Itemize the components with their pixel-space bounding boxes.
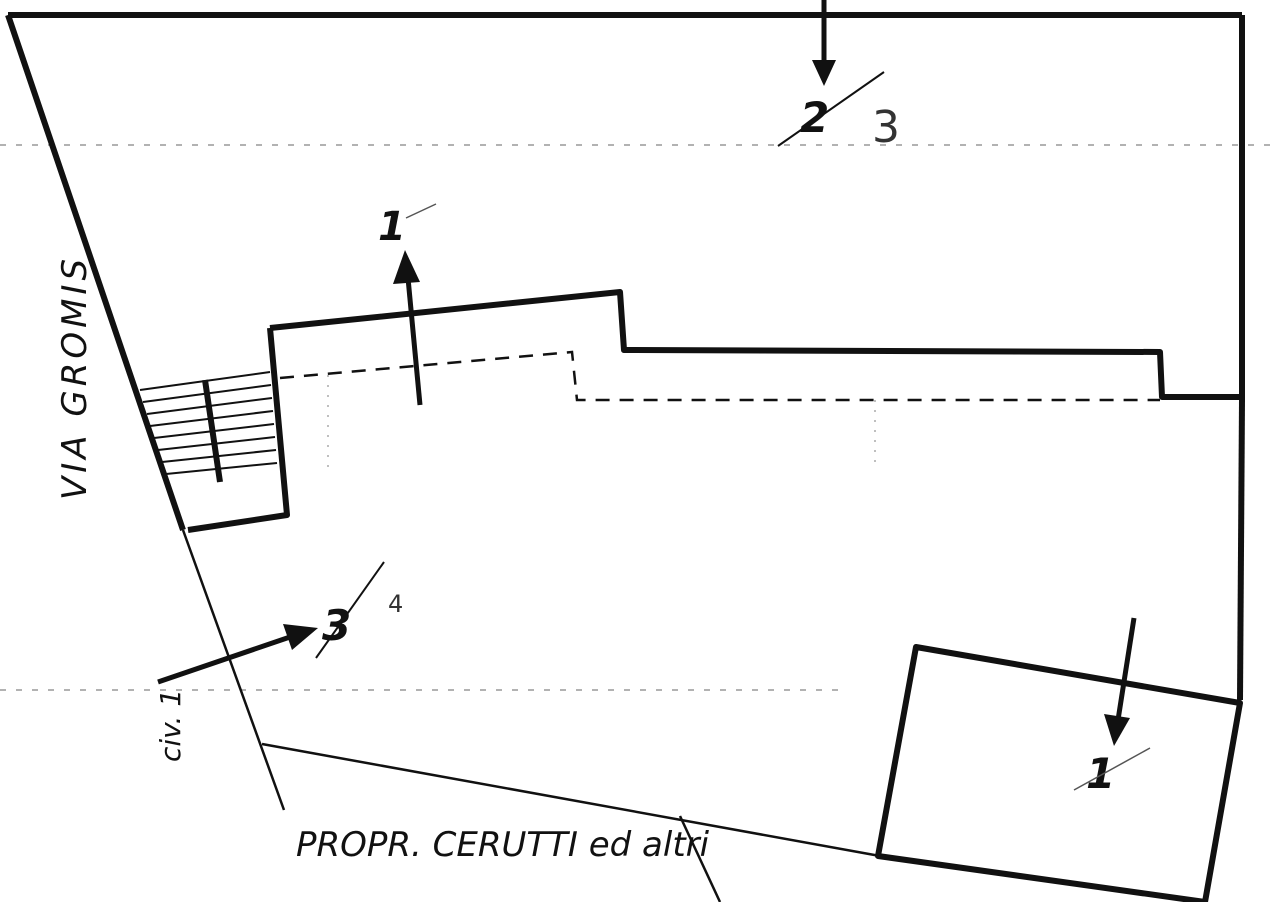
building-outline	[269, 289, 1242, 400]
marker-top: 2 3	[777, 71, 900, 153]
building-left-wall	[187, 327, 290, 533]
view-arrow-bottom-right	[1104, 617, 1137, 746]
civic-number-label: civ. 1	[154, 689, 187, 762]
lower-boundaries	[181, 529, 881, 902]
marker-entry: 3 4	[315, 561, 403, 659]
street-label: VIA GROMIS	[55, 255, 95, 500]
guide-lines	[0, 144, 1280, 691]
view-arrow-top	[812, 0, 836, 86]
marker-mid: 1	[378, 203, 437, 250]
view-arrow-entry	[157, 624, 318, 685]
marker-bottom-right: 1	[1073, 747, 1151, 798]
guide-dots	[327, 375, 876, 470]
marker-top-alt: 3	[872, 102, 900, 153]
marker-bottom-right-main: 1	[1086, 749, 1115, 798]
marker-entry-main: 3	[322, 601, 351, 650]
marker-mid-main: 1	[378, 204, 406, 250]
annex-building	[875, 644, 1243, 902]
view-arrow-mid	[393, 250, 423, 406]
dashed-interior-line	[279, 350, 1160, 402]
marker-entry-alt: 4	[388, 590, 403, 618]
property-owner-label: PROPR. CERUTTI ed altri	[296, 825, 710, 865]
outer-boundary	[5, 12, 1245, 701]
staircase	[139, 371, 278, 483]
marker-top-main: 2	[800, 93, 829, 142]
